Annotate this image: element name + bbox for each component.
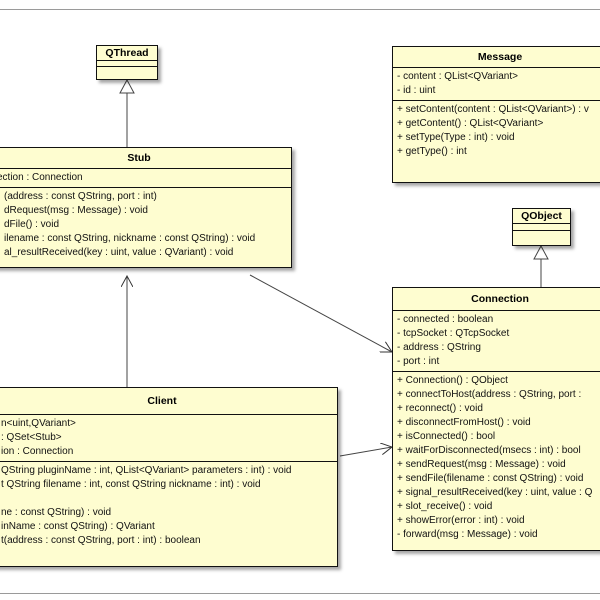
connection-operation: + connectToHost(address : QString, port … bbox=[397, 389, 582, 400]
connection-operation: + showError(error : int) : void bbox=[397, 515, 525, 526]
stub-class-name: Stub bbox=[0, 148, 291, 169]
stub-operation: al_resultReceived(key : uint, value : QV… bbox=[4, 247, 234, 258]
stub-class: Stub ection : Connection (address : cons… bbox=[0, 147, 292, 268]
connection-operation: + waitForDisconnected(msecs : int) : boo… bbox=[397, 445, 581, 456]
client-operation: ne : const QString) : void bbox=[1, 507, 112, 518]
message-attribute: - content : QList<QVariant> bbox=[397, 71, 518, 82]
connection-operation: + sendFile(filename : const QString) : v… bbox=[397, 473, 584, 484]
stub-operation: dFile() : void bbox=[4, 219, 60, 230]
message-operation: + getType() : int bbox=[397, 146, 467, 157]
message-attribute: - id : uint bbox=[397, 85, 436, 96]
client-attribute: n<uint,QVariant> bbox=[1, 418, 76, 429]
client-attribute: : QSet<Stub> bbox=[1, 432, 62, 443]
message-operation: + setType(Type : int) : void bbox=[397, 132, 515, 143]
connection-attribute: - connected : boolean bbox=[397, 314, 494, 325]
connection-attribute: - address : QString bbox=[397, 342, 481, 353]
connection-operation: + signal_resultReceived(key : uint, valu… bbox=[397, 487, 593, 498]
client-operation: QString pluginName : int, QList<QVariant… bbox=[1, 465, 292, 476]
client-attribute: ion : Connection bbox=[1, 446, 74, 457]
message-operation: + getContent() : QList<QVariant> bbox=[397, 118, 544, 129]
stub-operation: dRequest(msg : Message) : void bbox=[4, 205, 148, 216]
message-attributes: - content : QList<QVariant> - id : uint bbox=[393, 68, 600, 101]
message-operation: + setContent(content : QList<QVariant>) … bbox=[397, 104, 589, 115]
connection-attributes: - connected : boolean - tcpSocket : QTcp… bbox=[393, 311, 600, 372]
stub-attributes: ection : Connection bbox=[0, 169, 291, 188]
connection-class: Connection - connected : boolean - tcpSo… bbox=[392, 287, 600, 551]
connection-operations: + Connection() : QObject + connectToHost… bbox=[393, 372, 600, 544]
qthread-attributes-section bbox=[97, 61, 157, 67]
connection-operation: + disconnectFromHost() : void bbox=[397, 417, 531, 428]
message-operations: + setContent(content : QList<QVariant>) … bbox=[393, 101, 600, 161]
qobject-class-name: QObject bbox=[513, 209, 570, 224]
connection-operation: - forward(msg : Message) : void bbox=[397, 529, 538, 540]
connection-operation: + reconnect() : void bbox=[397, 403, 483, 414]
client-operations: QString pluginName : int, QList<QVariant… bbox=[0, 462, 337, 550]
client-attributes: n<uint,QVariant> : QSet<Stub> ion : Conn… bbox=[0, 415, 337, 462]
stub-to-connection-association bbox=[249, 274, 392, 352]
stub-operation: ilename : const QString, nickname : cons… bbox=[4, 233, 256, 244]
connection-class-name: Connection bbox=[393, 288, 600, 311]
client-class-name: Client bbox=[0, 388, 337, 415]
message-class: Message - content : QList<QVariant> - id… bbox=[392, 46, 600, 183]
connection-operation: + sendRequest(msg : Message) : void bbox=[397, 459, 566, 470]
stub-operations: (address : const QString, port : int) dR… bbox=[0, 188, 291, 262]
qthread-class-name: QThread bbox=[97, 46, 157, 61]
connection-attribute: - port : int bbox=[397, 356, 440, 367]
client-operation bbox=[1, 492, 333, 506]
generalization-triangle-qobject bbox=[533, 244, 549, 260]
qthread-class: QThread bbox=[96, 45, 158, 80]
client-to-connection-association bbox=[339, 447, 392, 457]
stub-operation: (address : const QString, port : int) bbox=[4, 191, 157, 202]
client-operation: t(address : const QString, port : int) :… bbox=[1, 535, 201, 546]
frame-bottom-border bbox=[0, 593, 600, 594]
qobject-class: QObject bbox=[512, 208, 571, 246]
frame-top-border bbox=[0, 9, 600, 10]
message-class-name: Message bbox=[393, 47, 600, 68]
stub-attribute: ection : Connection bbox=[0, 172, 83, 183]
connection-attribute: - tcpSocket : QTcpSocket bbox=[397, 328, 510, 339]
connection-operation: + Connection() : QObject bbox=[397, 375, 508, 386]
client-class: Client n<uint,QVariant> : QSet<Stub> ion… bbox=[0, 387, 338, 567]
connection-operation: + slot_receive() : void bbox=[397, 501, 493, 512]
qobject-attributes-section bbox=[513, 224, 570, 231]
client-operation: t QString filename : int, const QString … bbox=[1, 479, 261, 490]
generalization-triangle-qthread bbox=[119, 78, 135, 94]
client-operation: inName : const QString) : QVariant bbox=[1, 521, 155, 532]
connection-operation: + isConnected() : bool bbox=[397, 431, 496, 442]
